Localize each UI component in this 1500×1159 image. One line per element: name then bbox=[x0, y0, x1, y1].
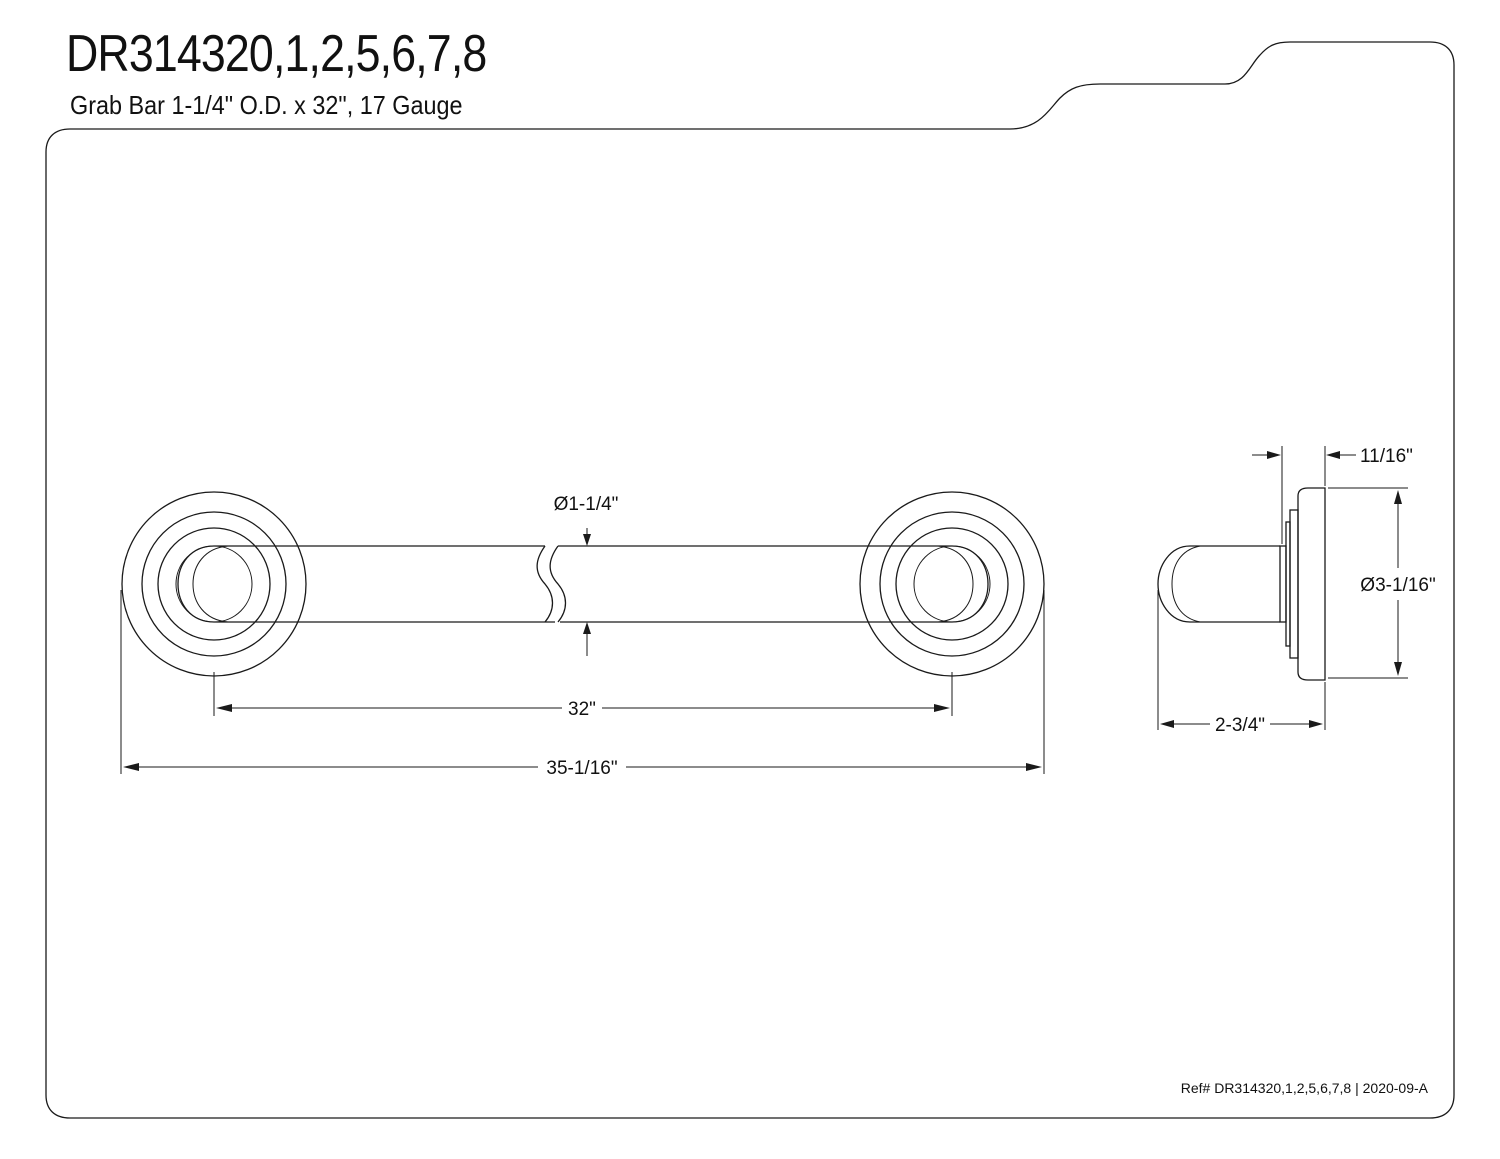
left-flange bbox=[121, 491, 307, 677]
front-view: Ø1-1/4" 32" 35-1/16" bbox=[120, 491, 1045, 779]
center-to-center-dimension: 32" bbox=[213, 672, 953, 720]
reference-footer: Ref# DR314320,1,2,5,6,7,8 | 2020-09-A bbox=[1180, 1080, 1428, 1096]
flange-depth-dimension: 11/16" bbox=[1252, 446, 1413, 544]
right-flange bbox=[859, 491, 1045, 677]
flange-diameter-label: Ø3-1/16" bbox=[1360, 575, 1435, 596]
page-subtitle: Grab Bar 1-1/4" O.D. x 32", 17 Gauge bbox=[70, 90, 463, 120]
overall-length-dimension: 35-1/16" bbox=[120, 590, 1045, 779]
sheet-border bbox=[45, 41, 1455, 1119]
tube-diameter-dimension: Ø1-1/4" bbox=[554, 494, 619, 656]
side-tube bbox=[1157, 545, 1280, 623]
tube-diameter-label: Ø1-1/4" bbox=[554, 494, 619, 515]
projection-label: 2-3/4" bbox=[1215, 715, 1265, 736]
center-to-center-label: 32" bbox=[568, 699, 596, 720]
flange-depth-label: 11/16" bbox=[1360, 446, 1413, 467]
page-title: DR314320,1,2,5,6,7,8 bbox=[66, 25, 487, 83]
side-view: 11/16" Ø3-1/16" 2-3/4" bbox=[1157, 446, 1436, 736]
flange-diameter-dimension: Ø3-1/16" bbox=[1328, 487, 1436, 679]
projection-dimension: 2-3/4" bbox=[1157, 590, 1326, 736]
tube-body bbox=[177, 545, 989, 623]
overall-length-label: 35-1/16" bbox=[546, 758, 617, 779]
side-flange bbox=[1279, 487, 1326, 681]
